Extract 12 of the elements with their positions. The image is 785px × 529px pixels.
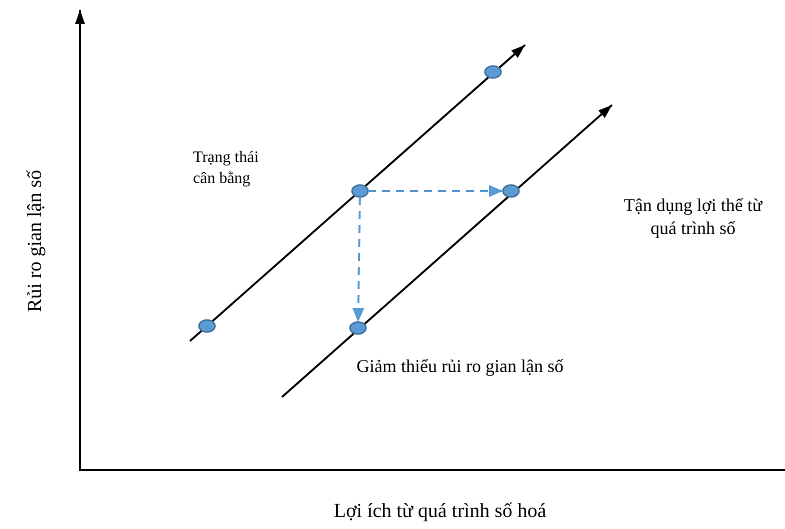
- data-point: [349, 321, 367, 335]
- annotation-text: Trạng thái cân bằng: [193, 148, 260, 189]
- data-point: [198, 319, 216, 333]
- dashed-arrow: [352, 196, 364, 322]
- axis-title: Rủi ro gian lận số: [23, 168, 47, 314]
- data-point: [502, 184, 520, 198]
- data-point: [351, 184, 369, 198]
- annotation-text: Giảm thiểu rủi ro gian lận số: [356, 355, 564, 378]
- data-point: [484, 65, 502, 79]
- axis-title: Lợi ích từ quá trình số hoá: [332, 499, 548, 524]
- annotation-text: Tận dụng lợi thế từ quá trình số: [622, 194, 764, 240]
- dashed-arrow: [368, 185, 503, 197]
